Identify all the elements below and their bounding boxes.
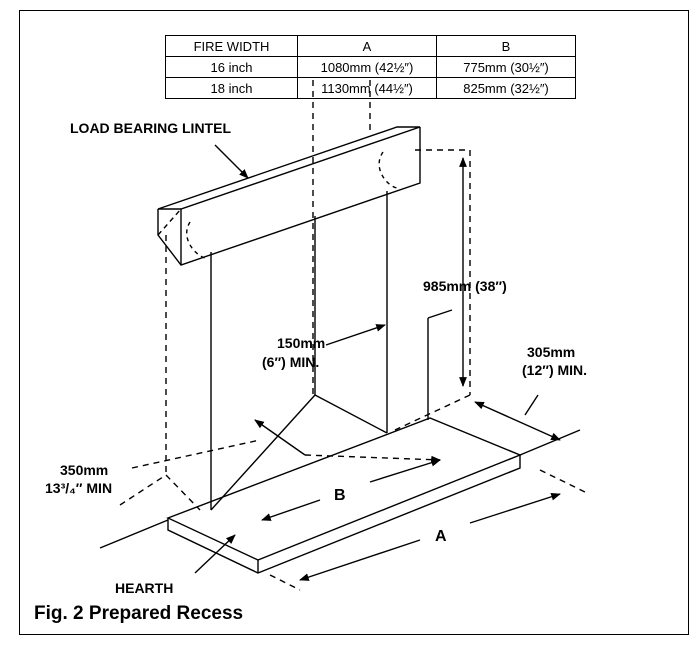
dimension-a <box>269 469 586 591</box>
recess-walls <box>210 191 388 511</box>
dimension-side-depth <box>325 324 386 346</box>
table-cell: 825mm (32½″) <box>436 77 576 99</box>
label-height: 985mm (38″) <box>423 278 507 294</box>
dimension-height <box>427 157 467 420</box>
figure-caption: Fig. 2 Prepared Recess <box>34 603 244 624</box>
hearth-slab <box>166 417 522 574</box>
label-hearth-depth-2: 13³/₄″ MIN <box>45 480 112 496</box>
table-cell: 1130mm (44½″) <box>297 77 437 99</box>
label-hearth: HEARTH <box>115 580 173 596</box>
label-front-1: 305mm <box>527 344 575 360</box>
floor-line-left <box>99 519 169 549</box>
label-side-depth-1: 150mm <box>277 335 325 351</box>
dimensions-table: FIRE WIDTH A B 16 inch 1080mm (42½″) 775… <box>165 35 576 99</box>
breast-outline <box>119 149 471 511</box>
label-lintel: LOAD BEARING LINTEL <box>70 120 231 136</box>
dimension-hearth-depth <box>131 419 441 469</box>
table-guides <box>312 80 371 395</box>
leader-hearth <box>194 534 236 574</box>
label-side-depth-2: (6″) MIN. <box>262 354 319 370</box>
table-cell: 18 inch <box>165 77 298 99</box>
label-front-2: (12″) MIN. <box>522 362 587 378</box>
figure-frame <box>19 10 689 635</box>
lintel <box>157 126 421 266</box>
table-row: 18 inch 1130mm (44½″) 825mm (32½″) <box>165 77 576 99</box>
dimension-b <box>261 458 441 521</box>
floor-line-right <box>519 429 581 456</box>
label-b: B <box>334 487 346 504</box>
label-a: A <box>435 528 447 545</box>
leader-lintel <box>214 144 249 179</box>
dimension-front <box>474 394 561 441</box>
label-hearth-depth-1: 350mm <box>60 462 108 478</box>
